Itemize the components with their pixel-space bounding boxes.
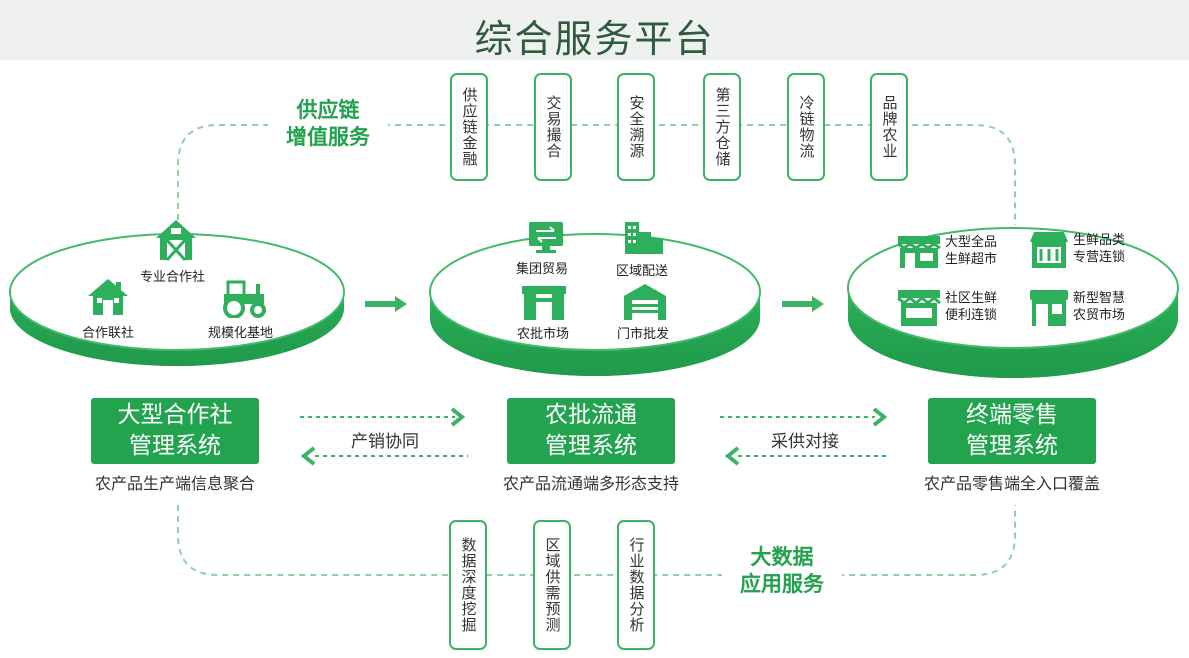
wholesale-subtitle: 农产品流通端多形态支持 [502, 474, 679, 493]
label-smart-farmers-market-line2: 农贸市场 [1073, 308, 1126, 323]
buildings-icon [625, 222, 663, 254]
label-regional-distribution: 区域配送 [616, 264, 669, 279]
big-data-label: 大数据 应用服务 [722, 544, 842, 598]
tractor-icon [223, 280, 266, 318]
flow-label-procurement-supply: 采供对接 [771, 432, 839, 452]
label-group-trade: 集团贸易 [516, 262, 569, 277]
arrow-middle-to-right [782, 296, 824, 312]
supply-chain-loop [177, 124, 1016, 225]
label-large-fresh-supermarket-line1: 大型全品 [945, 235, 998, 250]
barn-icon [156, 220, 196, 262]
label-storefront-wholesale: 门市批发 [617, 327, 670, 342]
store-chain-icon [1030, 232, 1068, 268]
coop-management-system-box: 大型合作社 管理系统 [91, 398, 259, 464]
flow-arrows-left [300, 407, 468, 466]
service-data-mining: 数据深度挖掘 [449, 520, 487, 650]
right-platform-disc [847, 227, 1179, 378]
label-community-fresh-chain-line1: 社区生鲜 [945, 291, 998, 306]
wholesale-management-system-box: 农批流通 管理系统 [507, 398, 675, 464]
service-regional-forecast: 区域供需预测 [533, 520, 571, 650]
warehouse-icon [624, 284, 666, 320]
service-industry-analysis: 行业数据分析 [617, 520, 655, 650]
label-wholesale-market: 农批市场 [517, 327, 570, 342]
coop-subtitle: 农产品生产端信息聚合 [94, 474, 255, 493]
service-cold-chain-logistics: 冷链物流 [787, 73, 825, 181]
label-large-fresh-supermarket-line2: 生鲜超市 [945, 252, 998, 267]
retail-management-system-line2: 管理系统 [966, 433, 1058, 459]
label-smart-farmers-market-line1: 新型智慧 [1073, 291, 1126, 306]
supply-chain-label-line1: 供应链 [296, 98, 360, 122]
label-coop-union: 合作联社 [82, 326, 135, 341]
smart-market-icon [1030, 290, 1068, 326]
big-data-loop [177, 505, 1016, 576]
retail-management-system-box: 终端零售 管理系统 [928, 398, 1096, 464]
retail-management-system-line1: 终端零售 [966, 402, 1058, 428]
supermarket-icon [897, 236, 941, 268]
monitor-icon [529, 222, 563, 253]
label-community-fresh-chain-line2: 便利连锁 [945, 308, 998, 323]
wholesale-management-system-line2: 管理系统 [545, 433, 637, 459]
flow-arrows-right [720, 407, 890, 466]
label-scale-base: 规模化基地 [208, 326, 274, 341]
wholesale-management-system-line1: 农批流通 [545, 402, 637, 428]
coop-management-system-line2: 管理系统 [129, 433, 221, 459]
label-community-fresh-chain: 社区生鲜 便利连锁 [945, 290, 997, 324]
flow-label-production-sales: 产销协同 [351, 432, 419, 452]
label-professional-coop: 专业合作社 [140, 270, 206, 285]
supply-chain-label: 供应链 增值服务 [268, 97, 388, 151]
service-brand-agriculture: 品牌农业 [870, 73, 908, 181]
service-safety-tracing: 安全溯源 [617, 73, 655, 181]
label-fresh-category-chain-line2: 专营连锁 [1073, 250, 1126, 265]
retail-subtitle: 农产品零售端全入口覆盖 [923, 474, 1100, 493]
label-large-fresh-supermarket: 大型全品 生鲜超市 [945, 234, 997, 268]
middle-platform-disc [429, 233, 761, 376]
service-supply-chain-finance: 供应链金融 [450, 73, 488, 181]
service-third-party-warehouse: 第三方仓储 [703, 73, 741, 181]
convenience-store-icon [897, 290, 941, 326]
big-data-label-line2: 应用服务 [740, 572, 824, 596]
market-gate-icon [522, 286, 566, 320]
coop-management-system-line1: 大型合作社 [117, 402, 233, 428]
big-data-label-line1: 大数据 [750, 545, 814, 569]
label-fresh-category-chain-line1: 生鲜品类 [1073, 233, 1126, 248]
label-fresh-category-chain: 生鲜品类 专营连锁 [1073, 232, 1125, 266]
label-smart-farmers-market: 新型智慧 农贸市场 [1073, 290, 1125, 324]
arrow-left-to-middle [365, 296, 407, 312]
house-icon [88, 279, 128, 315]
supply-chain-label-line2: 增值服务 [286, 125, 370, 149]
service-trade-matching: 交易撮合 [534, 73, 572, 181]
header-band [0, 0, 1189, 60]
page-title: 综合服务平台 [474, 17, 715, 61]
